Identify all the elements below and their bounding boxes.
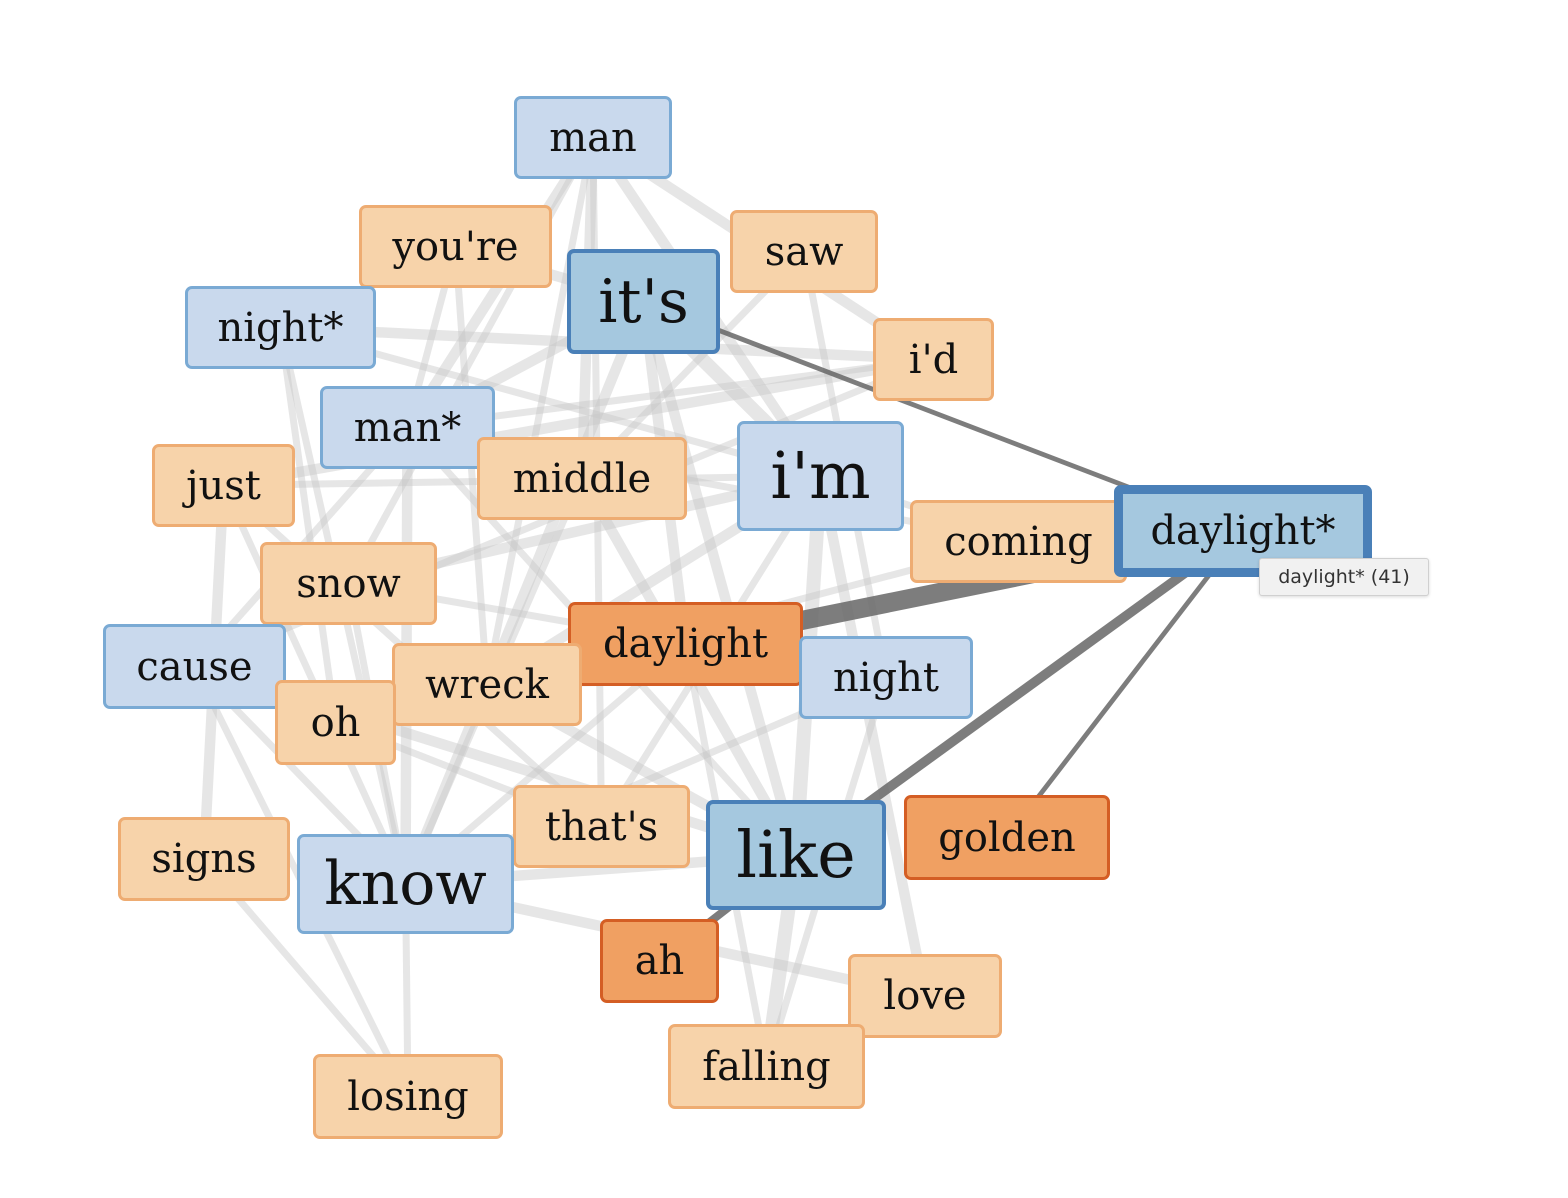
node-label: daylight* bbox=[1150, 508, 1336, 554]
node-label: signs bbox=[151, 836, 257, 882]
node-love[interactable]: love bbox=[848, 954, 1002, 1038]
node-label: oh bbox=[310, 699, 361, 746]
node-youre[interactable]: you're bbox=[359, 205, 552, 288]
node-man[interactable]: man bbox=[514, 96, 672, 179]
node-tooltip: daylight* (41) bbox=[1259, 558, 1429, 596]
node-man-star[interactable]: man* bbox=[320, 386, 495, 469]
node-label: it's bbox=[598, 266, 689, 337]
node-middle[interactable]: middle bbox=[477, 437, 687, 520]
node-label: wreck bbox=[425, 661, 549, 708]
node-signs[interactable]: signs bbox=[118, 817, 290, 901]
node-its[interactable]: it's bbox=[567, 249, 720, 354]
node-label: i'm bbox=[770, 438, 871, 514]
edge-its-know bbox=[400, 299, 649, 886]
node-oh[interactable]: oh bbox=[275, 680, 396, 765]
node-label: man bbox=[549, 114, 637, 161]
node-golden[interactable]: golden bbox=[904, 795, 1110, 880]
node-daylight-star[interactable]: daylight* bbox=[1114, 485, 1372, 577]
edge-man-snow bbox=[345, 135, 597, 586]
node-label: falling bbox=[702, 1043, 831, 1090]
edge-man-wreck bbox=[483, 136, 597, 686]
node-label: daylight bbox=[602, 621, 769, 667]
node-label: snow bbox=[296, 560, 401, 607]
node-know[interactable]: know bbox=[297, 834, 514, 934]
node-label: you're bbox=[392, 223, 519, 270]
node-id[interactable]: i'd bbox=[873, 318, 994, 401]
node-like[interactable]: like bbox=[706, 800, 886, 910]
edge-daylight_star-golden bbox=[1005, 529, 1245, 839]
node-night-star[interactable]: night* bbox=[185, 286, 376, 369]
node-im[interactable]: i'm bbox=[737, 421, 904, 531]
node-thats[interactable]: that's bbox=[513, 785, 690, 868]
node-saw[interactable]: saw bbox=[730, 210, 878, 293]
node-label: night bbox=[833, 654, 939, 701]
node-label: golden bbox=[938, 814, 1076, 861]
node-label: ah bbox=[634, 938, 685, 984]
edge-im-love bbox=[815, 474, 931, 998]
node-snow[interactable]: snow bbox=[260, 542, 437, 625]
node-label: losing bbox=[347, 1073, 469, 1120]
node-losing[interactable]: losing bbox=[313, 1054, 503, 1139]
node-label: know bbox=[324, 849, 487, 919]
node-coming[interactable]: coming bbox=[910, 500, 1127, 583]
node-wreck[interactable]: wreck bbox=[392, 643, 582, 726]
node-label: love bbox=[883, 973, 967, 1019]
node-label: night* bbox=[217, 304, 344, 351]
node-daylight[interactable]: daylight bbox=[568, 602, 803, 686]
node-label: coming bbox=[944, 518, 1093, 565]
node-label: that's bbox=[544, 803, 659, 850]
node-night[interactable]: night bbox=[799, 636, 973, 719]
edge-id-man_star bbox=[407, 356, 934, 431]
node-label: man* bbox=[353, 404, 462, 451]
edge-its-like bbox=[638, 300, 802, 857]
node-label: i'd bbox=[908, 336, 959, 383]
node-label: middle bbox=[512, 455, 652, 502]
node-ah[interactable]: ah bbox=[600, 919, 719, 1003]
node-falling[interactable]: falling bbox=[668, 1024, 865, 1109]
node-label: like bbox=[736, 817, 856, 893]
edge-night_star-oh bbox=[277, 327, 339, 723]
node-label: cause bbox=[136, 643, 253, 690]
node-just[interactable]: just bbox=[152, 444, 295, 527]
node-cause[interactable]: cause bbox=[103, 624, 286, 709]
node-label: just bbox=[186, 462, 261, 509]
node-label: saw bbox=[764, 228, 844, 275]
